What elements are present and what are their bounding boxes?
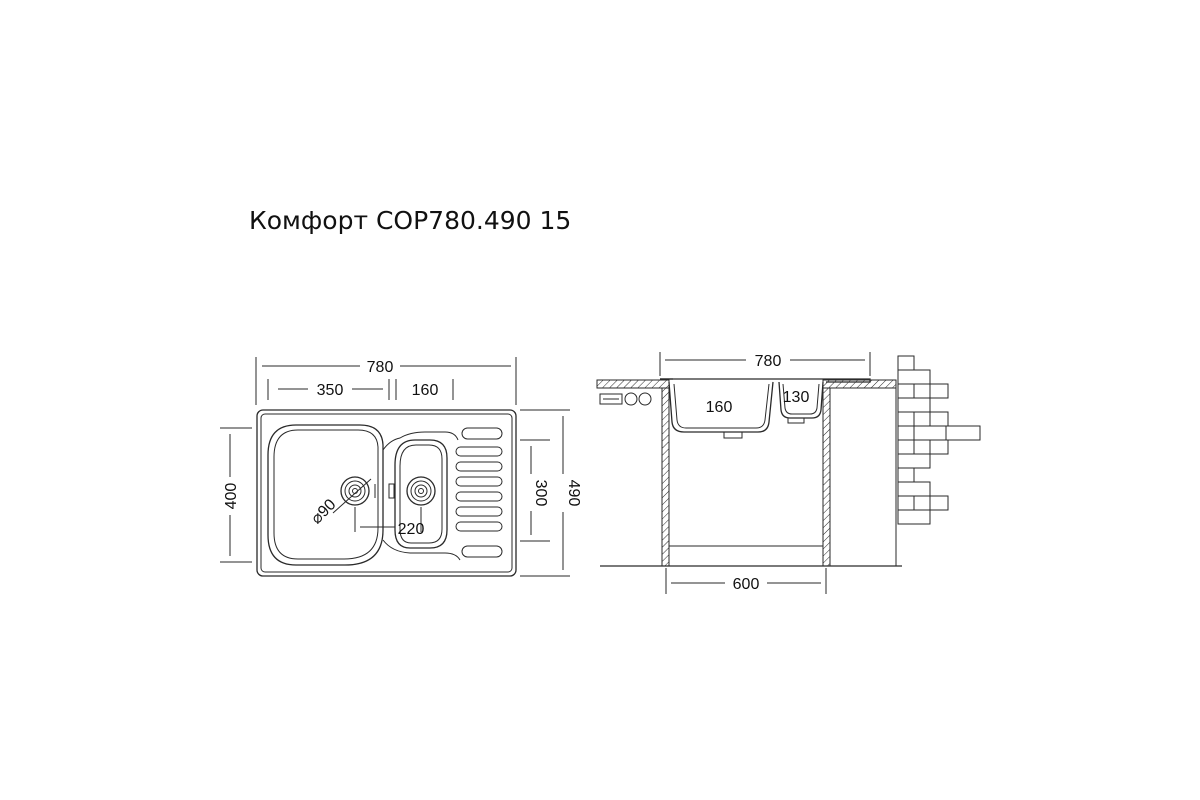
- small-bowl: [394, 439, 448, 549]
- sink-outline: [256, 409, 517, 577]
- small-drain: [388, 476, 436, 506]
- dim-drain-spacing: [354, 507, 422, 532]
- side-small-bowl-inner: [782, 383, 820, 415]
- drainboard-grooves: [455, 427, 503, 558]
- bowl-divider-curve: [382, 431, 459, 451]
- label-drain-diameter: ⌀90: [308, 496, 339, 527]
- large-bowl: [267, 424, 384, 566]
- cabinet-left-wall: [661, 387, 670, 567]
- side-small-drain: [787, 417, 805, 424]
- label-top-overall-depth: 490: [565, 480, 582, 507]
- side-large-bowl: [668, 381, 774, 433]
- label-top-small-bowl-width: 160: [412, 382, 439, 399]
- countertop-right: [822, 379, 897, 389]
- dim-side-overall-width: [659, 352, 871, 376]
- dim-top-overall-depth: [520, 409, 570, 577]
- dim-drain-diameter: [332, 478, 372, 514]
- label-drain-spacing: 220: [398, 521, 425, 538]
- sink-rim-side: [660, 378, 871, 383]
- side-large-bowl-inner: [673, 383, 770, 429]
- brick-wall: [897, 355, 981, 525]
- label-top-small-bowl-depth: 300: [532, 480, 549, 507]
- countertop-left: [596, 379, 670, 389]
- bowl-divider-curve-lower: [382, 539, 461, 561]
- label-top-large-bowl-width: 350: [317, 382, 344, 399]
- top-view: 780 350 160 400 300: [220, 357, 582, 577]
- side-view: 780 160 130 600: [596, 352, 981, 594]
- label-side-large-bowl-height: 160: [706, 399, 733, 416]
- dim-top-small-bowl-depth: [520, 439, 550, 542]
- dim-top-overall-width: [255, 357, 517, 405]
- dim-side-cabinet-width: [665, 568, 827, 594]
- dim-top-bowl-widths: [267, 379, 454, 400]
- side-large-drain: [723, 431, 743, 439]
- dim-top-large-bowl-depth: [220, 427, 252, 563]
- label-side-small-bowl-height: 130: [783, 389, 810, 406]
- large-bowl-inner: [273, 429, 379, 560]
- label-side-overall-width: 780: [755, 353, 782, 370]
- label-top-large-bowl-depth: 400: [223, 483, 240, 510]
- page-title: Комфорт СОР780.490 15: [249, 206, 572, 235]
- cabinet-right-wall: [822, 387, 831, 567]
- drawer-handle-icon: [599, 392, 652, 406]
- small-bowl-inner: [399, 444, 443, 544]
- sink-rim-inner: [260, 413, 513, 573]
- label-top-overall-width: 780: [367, 359, 394, 376]
- label-side-cabinet-width: 600: [733, 576, 760, 593]
